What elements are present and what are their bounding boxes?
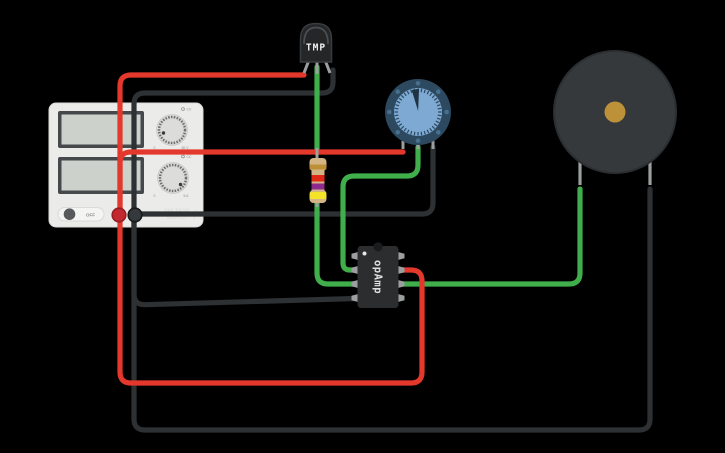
potentiometer-screw-dot: [395, 129, 401, 135]
power-switch[interactable]: OFF: [57, 207, 105, 222]
speaker-legs: [578, 160, 652, 185]
negative-terminal[interactable]: [127, 207, 143, 223]
voltage-knob[interactable]: [156, 114, 188, 146]
power-supply-terminals: [111, 207, 143, 223]
watermark-line2: SUPPLY: [166, 215, 188, 221]
wire-gnd-to-speaker[interactable]: [131, 186, 653, 433]
op-amp-pin-left-3[interactable]: [351, 280, 359, 288]
current-display: [58, 157, 144, 194]
wire-gnd-to-pot[interactable]: [132, 144, 436, 217]
dial2-max-label: 5 A: [184, 194, 190, 198]
power-switch-label: OFF: [86, 212, 95, 217]
power-supply[interactable]: CV 0 30 V CC 0 5 A OFF VOLTAGE SUPPLY: [48, 102, 204, 228]
potentiometer-ticks: [394, 88, 442, 136]
power-switch-knob[interactable]: [63, 208, 76, 220]
potentiometer-screw-dot: [435, 129, 441, 135]
dial2-min-label: 0: [154, 194, 156, 198]
op-amp-pin-left-1[interactable]: [351, 252, 359, 260]
op-amp-pin-right-2[interactable]: [398, 266, 405, 274]
tmp-sensor[interactable]: TMP: [299, 22, 333, 75]
resistor-band-yellow: [309, 192, 327, 199]
resistor-band-red: [311, 175, 325, 182]
cv-led-icon: [181, 107, 185, 111]
dial1-max-label: 30 V: [182, 146, 190, 150]
wire-vcc-to-pot[interactable]: [117, 149, 406, 221]
op-amp-pin-left-2[interactable]: [351, 266, 359, 274]
positive-terminal[interactable]: [111, 207, 127, 223]
wire-resistor-to-opamp[interactable]: [314, 196, 360, 287]
wires-layer: [117, 64, 653, 433]
potentiometer[interactable]: [385, 79, 451, 149]
op-amp-pin-right-1[interactable]: [398, 252, 405, 260]
resistor-band-gold: [309, 164, 327, 170]
op-amp-body: [357, 246, 399, 308]
op-amp-pins: [351, 252, 405, 302]
potentiometer-screw-dot: [395, 89, 401, 95]
piezo-speaker[interactable]: [553, 50, 677, 185]
wire-opamp-to-speaker[interactable]: [396, 186, 583, 287]
potentiometer-screw-dot: [435, 89, 441, 95]
wire-vcc-to-tmp[interactable]: [117, 72, 307, 221]
op-amp-label: opAmp: [372, 260, 384, 294]
potentiometer-screw-dot: [387, 109, 392, 115]
potentiometer-knob[interactable]: [394, 88, 442, 136]
cc-led-icon: [181, 154, 185, 159]
potentiometer-screws: [387, 81, 450, 143]
wire-pot-to-opamp[interactable]: [340, 144, 421, 273]
voltage-knob-indicator: [161, 131, 166, 135]
voltage-display: [58, 111, 144, 148]
cv-label: CV: [187, 108, 192, 112]
current-knob-indicator: [178, 182, 183, 187]
tmp-label: TMP: [306, 43, 326, 54]
current-knob[interactable]: [157, 162, 189, 194]
wire-opamp-to-vcc[interactable]: [117, 215, 425, 386]
op-amp-notch: [373, 242, 383, 252]
cc-label: CC: [187, 155, 192, 159]
tmp-body-highlight: [303, 26, 329, 45]
resistor[interactable]: [309, 148, 327, 207]
tmp-body: [299, 22, 333, 63]
op-amp-pin1-dot: [362, 251, 367, 256]
op-amp-pin-left-4[interactable]: [351, 294, 359, 302]
potentiometer-screw-dot: [444, 109, 450, 115]
dial1-min-label: 0: [154, 146, 156, 150]
potentiometer-pointer: [411, 88, 420, 111]
wire-gnd-to-opamp[interactable]: [131, 215, 359, 308]
potentiometer-screw-dot: [415, 81, 421, 86]
op-amp[interactable]: opAmp: [351, 242, 405, 308]
wire-gnd-to-tmp[interactable]: [131, 67, 336, 221]
op-amp-pin-right-3[interactable]: [398, 280, 405, 288]
speaker-center: [604, 101, 626, 123]
resistor-band-violet: [311, 183, 325, 190]
op-amp-pin-right-4[interactable]: [398, 294, 405, 302]
potentiometer-screw-dot: [415, 138, 421, 143]
